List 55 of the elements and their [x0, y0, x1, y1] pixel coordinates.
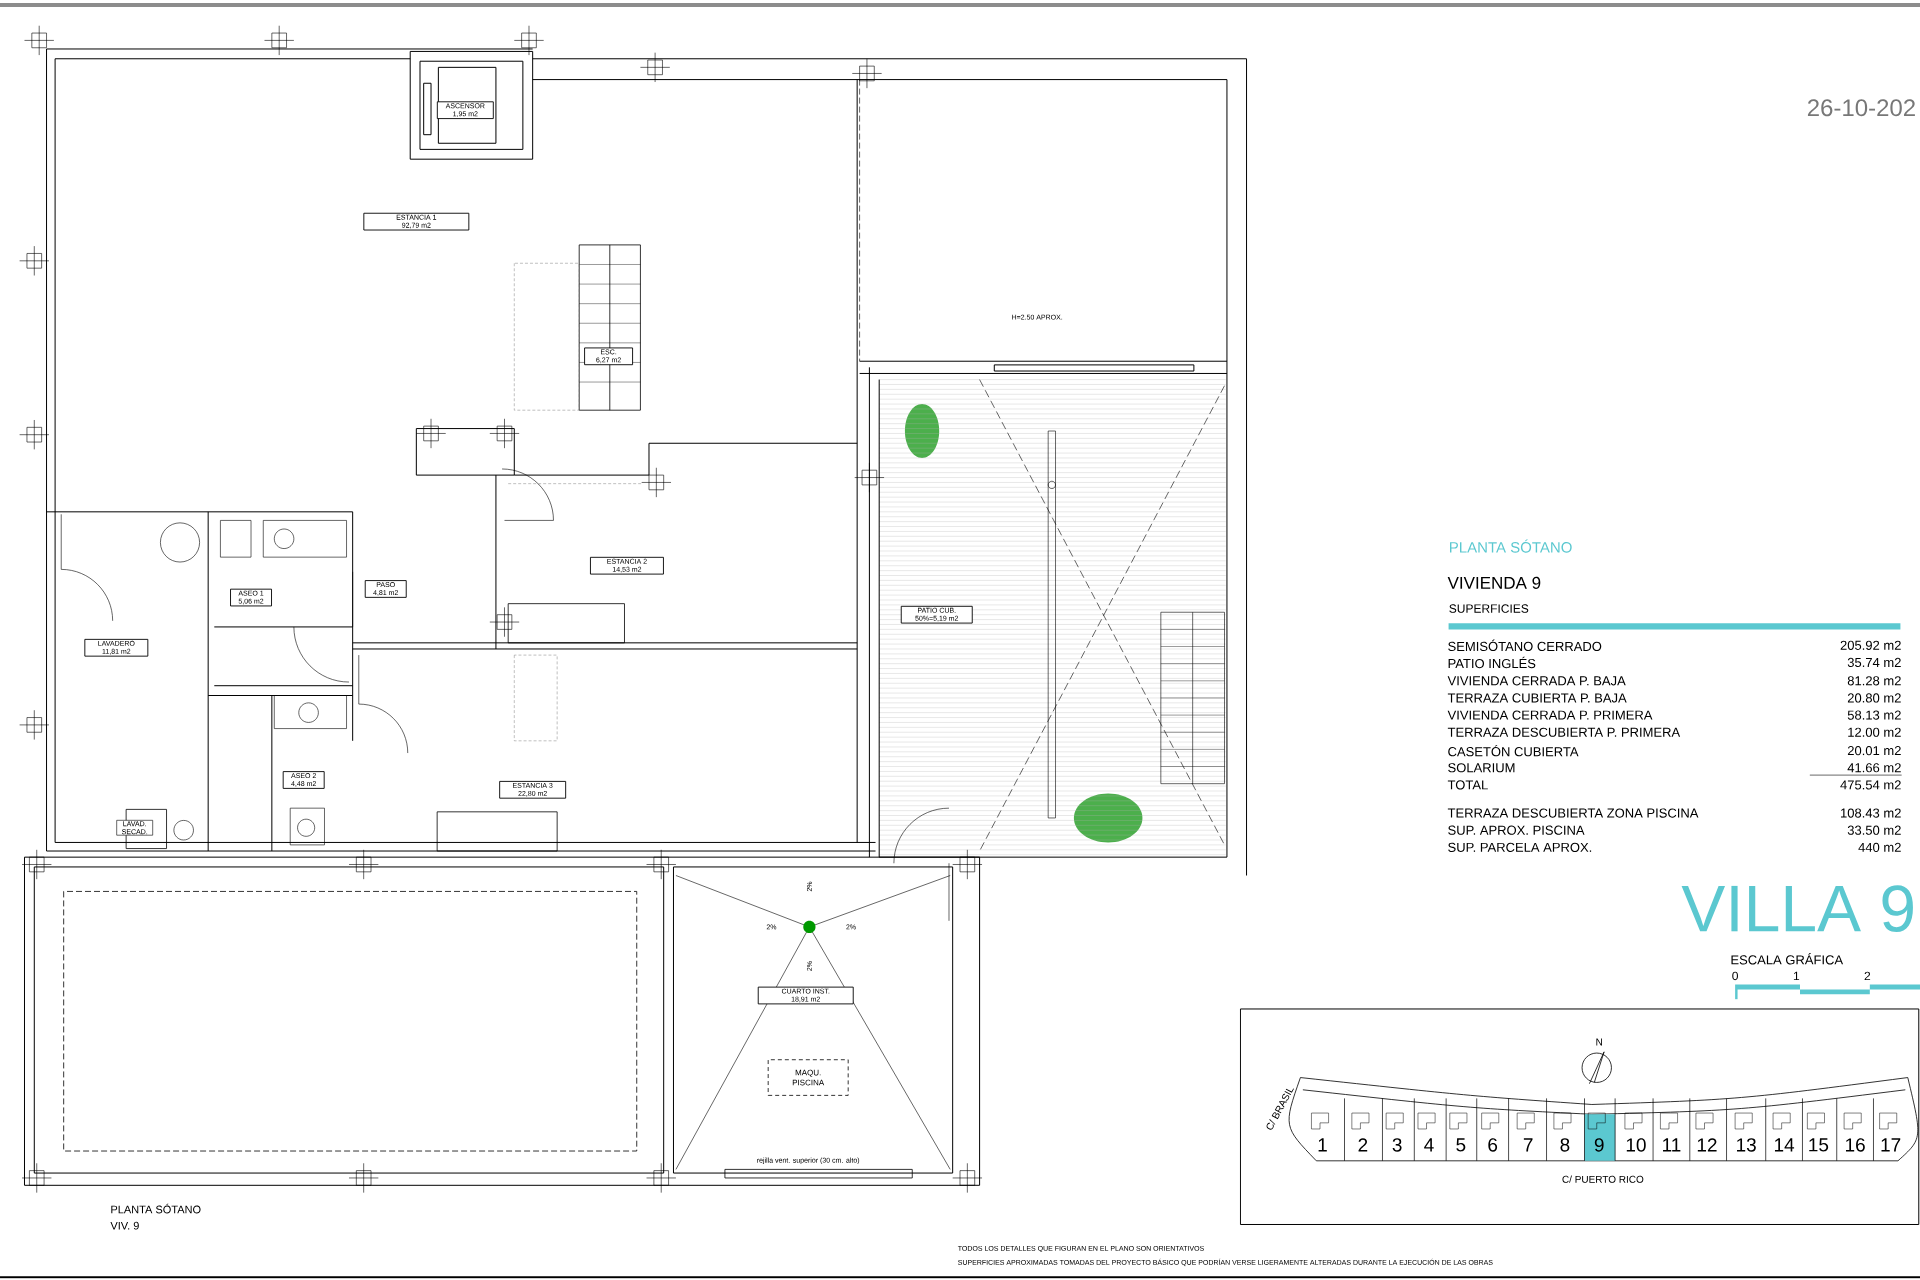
area-value: 205.92 m2 [1840, 640, 1901, 651]
lot-number: 5 [1456, 1138, 1466, 1152]
lot-number: 4 [1424, 1138, 1434, 1152]
lot-number: 14 [1774, 1138, 1795, 1152]
area-name: SEMISÓTANO CERRADO [1448, 639, 1602, 652]
plan-caption: PLANTA SÓTANO [111, 1203, 201, 1214]
lot-number: 11 [1663, 1138, 1681, 1152]
villa-title: VILLA 9 [1681, 885, 1913, 933]
lot-number: 17 [1881, 1138, 1901, 1152]
lot-number: 16 [1846, 1138, 1865, 1152]
street-name: C/ PUERTO RICO [1562, 1175, 1644, 1184]
plan-title: PLANTA SÓTANO [1450, 539, 1572, 553]
area-name: TERRAZA CUBIERTA P. BAJA [1447, 693, 1627, 703]
area-value: 81.28 m2 [1847, 676, 1901, 686]
area-value: 58.13 m2 [1847, 710, 1901, 720]
area-value: 475.54 m2 [1840, 780, 1901, 790]
lot-number: 2 [1358, 1138, 1368, 1152]
lot-number: 12 [1697, 1138, 1717, 1152]
scale-number: 2 [1864, 971, 1871, 981]
area-value: 20.01 m2 [1847, 746, 1901, 756]
lot-number: 15 [1809, 1138, 1829, 1152]
lot-number: 1 [1318, 1138, 1327, 1152]
area-name: CASETÓN CUBIERTA [1448, 745, 1579, 757]
scale-title: ESCALA GRÁFICA [1731, 953, 1844, 965]
lot-number: 8 [1560, 1138, 1570, 1152]
area-name: SUP. PARCELA APROX. [1448, 842, 1592, 853]
area-name: SUP. APROX. PISCINA [1448, 825, 1585, 835]
area-value: 41.66 m2 [1847, 763, 1901, 773]
area-name: TERRAZA DESCUBIERTA ZONA PISCINA [1447, 808, 1699, 818]
section-heading: SUPERFICIES [1449, 604, 1529, 613]
area-value: 35.74 m2 [1847, 658, 1901, 668]
area-name: VIVIENDA CERRADA P. PRIMERA [1447, 710, 1653, 720]
area-value: 440 m2 [1858, 842, 1901, 853]
house-title: VIVIENDA 9 [1447, 577, 1541, 590]
lot-number: 9 [1594, 1138, 1604, 1152]
equipment-area-box: MAQU. PISCINA [767, 1059, 849, 1096]
scale-number: 0 [1732, 971, 1738, 981]
lot-number: 10 [1626, 1138, 1646, 1152]
area-name: VIVIENDA CERRADA P. BAJA [1447, 676, 1626, 686]
lot-number: 3 [1392, 1138, 1402, 1152]
area-value: 20.80 m2 [1847, 693, 1901, 703]
area-value: 108.43 m2 [1841, 808, 1901, 818]
area-name: PATIO INGLÉS [1448, 656, 1536, 669]
date-text: 26-10-202 [1807, 99, 1915, 117]
plan-caption: VIV. 9 [110, 1222, 139, 1230]
area-name: TERRAZA DESCUBIERTA P. PRIMERA [1447, 727, 1681, 738]
north-label: N [1596, 1038, 1602, 1046]
area-value: 12.00 m2 [1848, 727, 1901, 738]
scale-number: 1 [1793, 972, 1800, 981]
lot-number: 6 [1488, 1138, 1498, 1152]
lot-number: 13 [1737, 1138, 1756, 1152]
area-value: 33.50 m2 [1847, 825, 1901, 835]
area-name: SOLARIUM [1448, 763, 1515, 773]
area-name: TOTAL [1447, 780, 1488, 790]
lot-number: 7 [1523, 1138, 1533, 1152]
